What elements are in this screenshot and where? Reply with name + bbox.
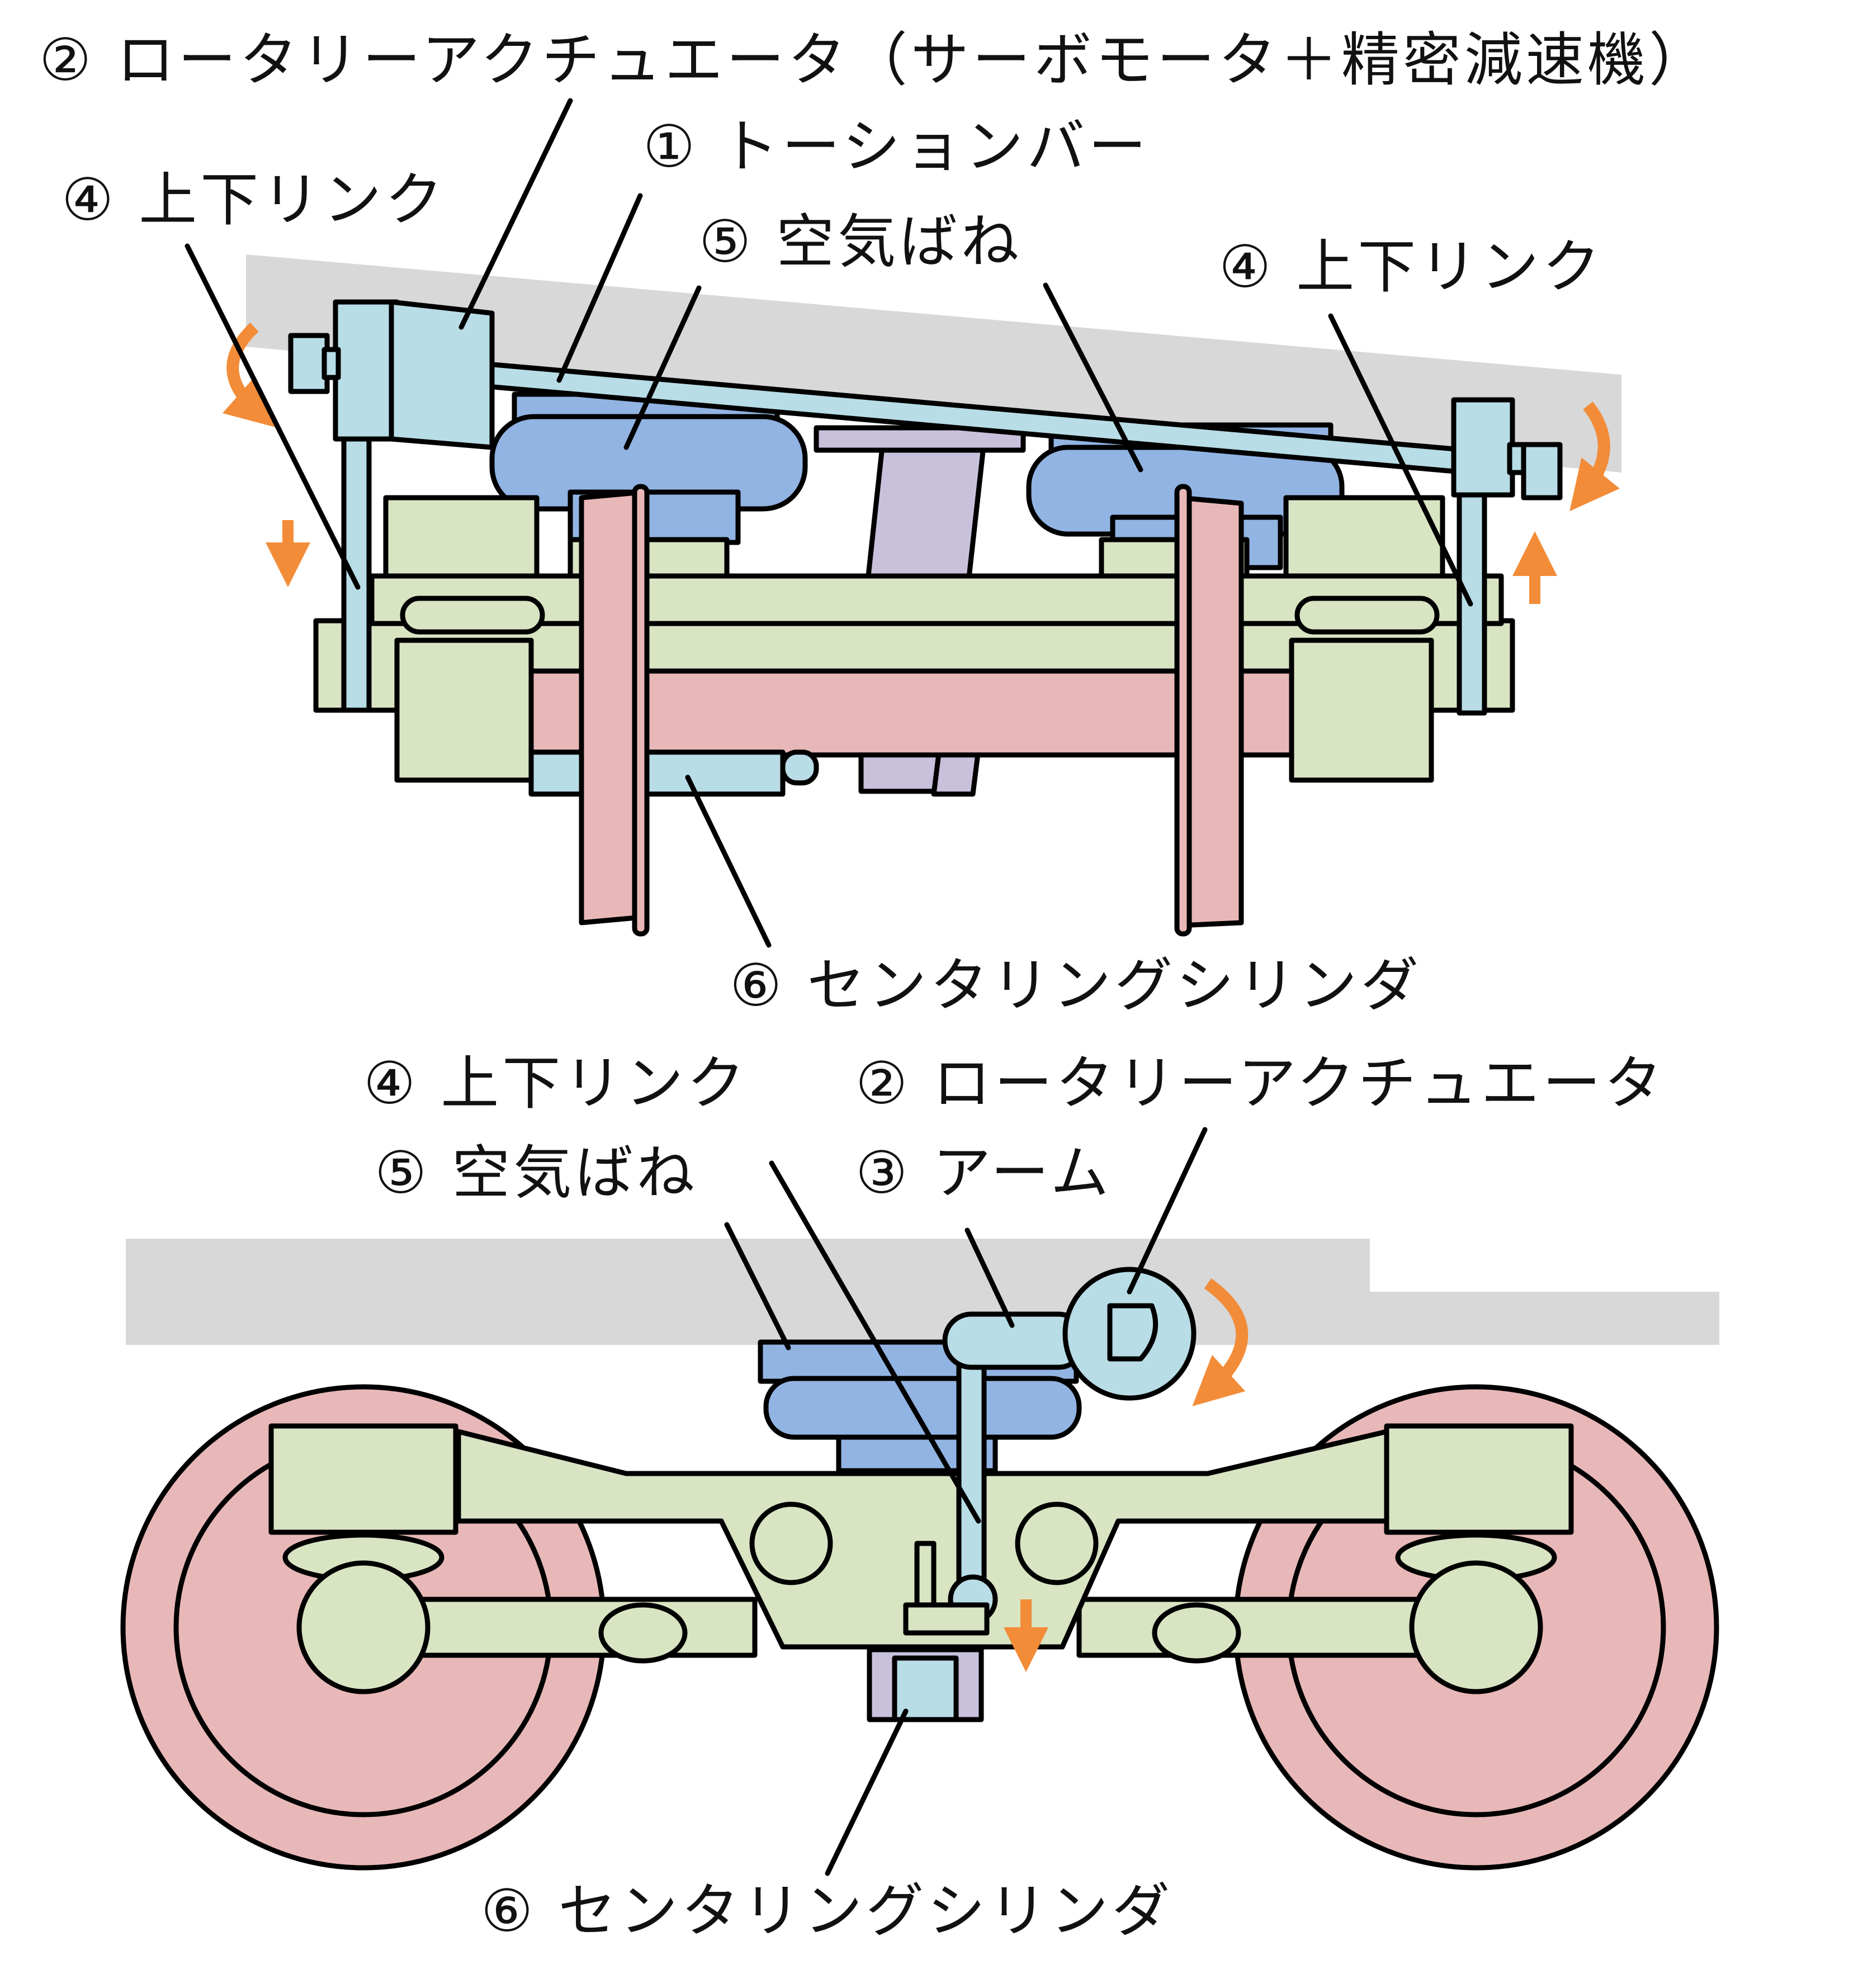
torsion-bar-end-right <box>1451 397 1563 500</box>
bogie-frame-bottom <box>456 1429 1389 1650</box>
centering-cylinder-top <box>528 749 786 797</box>
label-top-link-right: ④ 上下リンク <box>1219 233 1604 301</box>
label-bottom-link: ④ 上下リンク <box>363 1049 749 1117</box>
label-top-rotary-actuator: ② ロータリーアクチュエータ（サーボモータ＋精密減速機） <box>39 26 1710 94</box>
label-top-centering-cylinder: ⑥ センタリングシリンダ <box>730 951 1422 1019</box>
vertical-link-bottom <box>956 1362 987 1602</box>
bottom-view <box>120 1127 1719 1876</box>
axle-box-left-bottom <box>268 1423 458 1535</box>
axle-box-right <box>1289 596 1440 783</box>
label-top-air-spring: ⑤ 空気ばね <box>699 207 1023 276</box>
rotation-arrow-bottom <box>1192 1278 1249 1406</box>
label-bottom-centering-cylinder: ⑥ センタリングシリンダ <box>481 1877 1174 1945</box>
label-bottom-air-spring: ⑤ 空気ばね <box>375 1139 698 1207</box>
label-bottom-arm: ③ アーム <box>855 1139 1112 1207</box>
axle-box-left <box>394 596 545 783</box>
car-body-bottom <box>126 1239 1719 1345</box>
rotation-arrow-right-top <box>1569 402 1620 512</box>
axle-box-right-bottom <box>1384 1423 1574 1535</box>
label-top-torsion-bar: ① トーションバー <box>643 112 1150 181</box>
air-spring-bottom <box>758 1339 1082 1474</box>
top-view <box>185 98 1621 948</box>
label-bottom-rotary-actuator: ② ロータリーアクチュエータ <box>855 1049 1666 1117</box>
rotary-actuator-top <box>288 299 495 450</box>
label-top-link-left: ④ 上下リンク <box>62 166 447 234</box>
rotation-arrow-left-top <box>222 322 276 428</box>
rotary-actuator-bottom <box>1062 1267 1197 1401</box>
